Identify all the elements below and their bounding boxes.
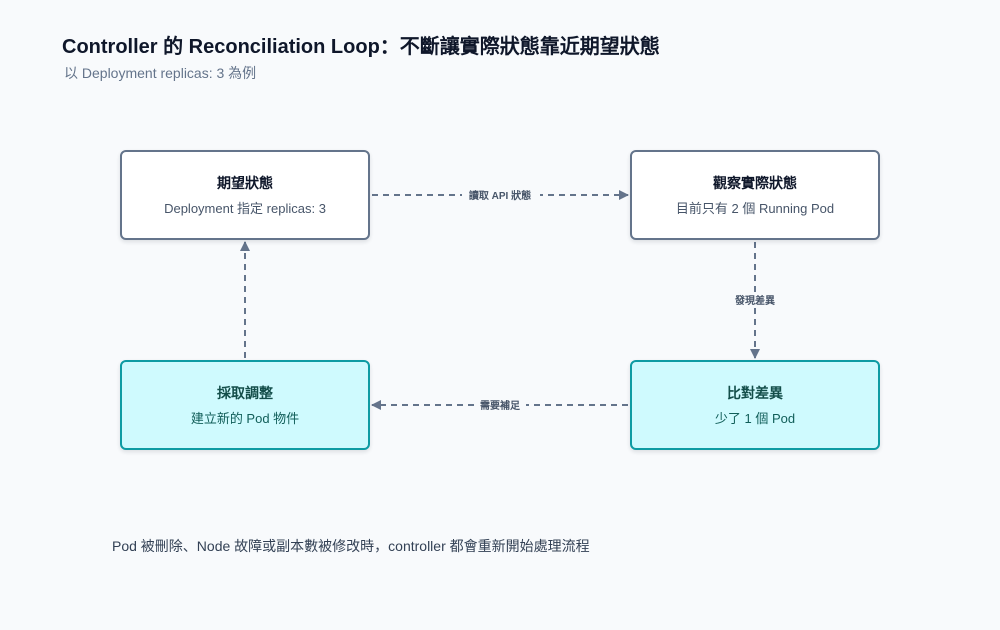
- node-take-action: 採取調整 建立新的 Pod 物件: [120, 360, 370, 450]
- node-title: 期望狀態: [217, 175, 273, 191]
- node-desired-state: 期望狀態 Deployment 指定 replicas: 3: [120, 150, 370, 240]
- node-subtitle: Deployment 指定 replicas: 3: [164, 201, 326, 216]
- edge-label-find-diff: 發現差異: [734, 294, 775, 307]
- node-subtitle: 少了 1 個 Pod: [714, 411, 796, 426]
- node-subtitle: 建立新的 Pod 物件: [190, 411, 300, 426]
- node-compare-diff: 比對差異 少了 1 個 Pod: [630, 360, 880, 450]
- node-title: 比對差異: [727, 385, 783, 401]
- diagram-title: Controller 的 Reconciliation Loop：不斷讓實際狀態…: [62, 36, 660, 58]
- node-subtitle: 目前只有 2 個 Running Pod: [675, 201, 835, 216]
- node-observe-state: 觀察實際狀態 目前只有 2 個 Running Pod: [630, 150, 880, 240]
- footer-note: Pod 被刪除、Node 故障或副本數被修改時，controller 都會重新開…: [112, 538, 590, 554]
- node-title: 觀察實際狀態: [713, 175, 797, 191]
- diagram-subtitle: 以 Deployment replicas: 3 為例: [64, 65, 257, 81]
- edge-label-read-api: 讀取 API 狀態: [469, 189, 531, 202]
- node-title: 採取調整: [217, 385, 273, 401]
- edge-label-need-fill: 需要補足: [480, 399, 521, 412]
